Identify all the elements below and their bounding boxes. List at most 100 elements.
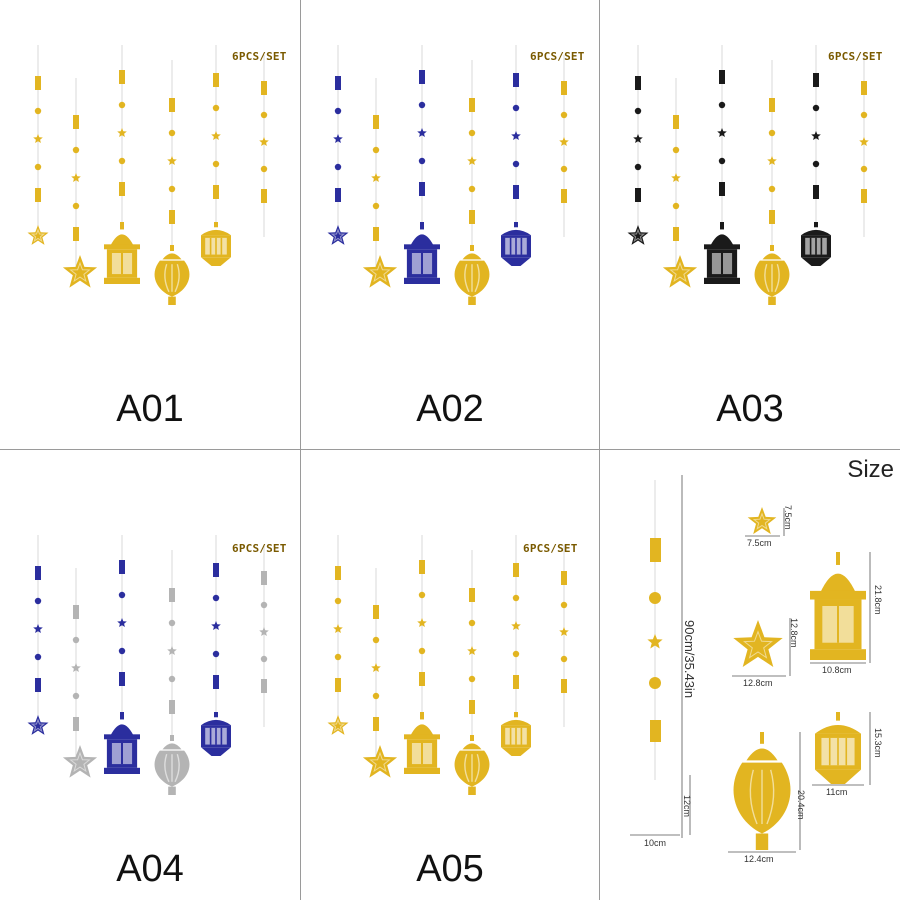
lantern-tip (168, 296, 176, 305)
lantern-finial (170, 245, 174, 251)
small-lantern-icon (501, 712, 531, 756)
lantern-rib (174, 753, 180, 783)
star-bead (717, 128, 727, 137)
lantern-base (201, 257, 231, 266)
lantern-finial (814, 222, 818, 228)
star-bead (859, 137, 869, 146)
round-bead (118, 647, 126, 655)
star-icon (62, 745, 98, 778)
tube-bead (169, 700, 175, 714)
tube-bead (119, 182, 125, 196)
round-bead (72, 636, 80, 644)
hanging-strand (552, 545, 570, 744)
lantern-width-label: 11cm (826, 787, 848, 797)
star-outline (752, 512, 772, 530)
star-icon (362, 745, 398, 778)
lantern-finial (770, 245, 774, 251)
lantern-finial (170, 735, 174, 741)
size-diagram (630, 475, 871, 853)
hanging-strand (501, 535, 531, 756)
tube-bead (73, 115, 79, 129)
lantern-base (501, 747, 531, 756)
tube-bead (469, 700, 475, 714)
lantern-finial (120, 712, 124, 720)
crescent-moon-icon (552, 220, 570, 254)
tower-lantern-icon (404, 222, 440, 284)
star-outline (669, 261, 691, 283)
star-bead (71, 663, 81, 672)
round-bead (212, 160, 220, 168)
hanging-strand (104, 45, 140, 284)
lantern-finial (420, 222, 424, 230)
round-bead (718, 157, 726, 165)
star-outline (369, 261, 391, 283)
crescent-moon-icon (552, 710, 570, 744)
star-bead (117, 128, 127, 137)
star-outline (69, 751, 91, 773)
lantern-cap (162, 253, 182, 260)
tube-bead (650, 538, 661, 562)
tube-bead (561, 679, 567, 693)
tube-bead (513, 185, 519, 199)
tube-bead (73, 605, 79, 619)
round-bead (418, 591, 426, 599)
lantern-rib (774, 263, 780, 293)
lantern-tip (468, 786, 476, 795)
round-bead (418, 101, 426, 109)
star-bead (211, 131, 221, 140)
star-bead (33, 624, 43, 633)
round-bead (168, 129, 176, 137)
star-bead (467, 646, 477, 655)
garland-illustration (327, 45, 570, 305)
onion-lantern-icon (154, 735, 190, 795)
round-bead (860, 165, 868, 173)
hanging-strand (362, 568, 398, 778)
tube-bead (419, 672, 425, 686)
lantern-tip (468, 296, 476, 305)
star-bead (671, 173, 681, 182)
round-bead (372, 146, 380, 154)
tube-bead (513, 675, 519, 689)
size-strand (635, 480, 665, 835)
lantern-rib (174, 263, 180, 293)
star-icon (362, 255, 398, 288)
star-large-width-label: 12.8cm (743, 678, 773, 688)
star-outline (369, 751, 391, 773)
star-icon (327, 225, 349, 245)
round-bead (634, 107, 642, 115)
hanging-strand (662, 78, 698, 288)
lantern-tip (755, 833, 769, 850)
star-bead (767, 156, 777, 165)
hanging-strand (404, 535, 440, 774)
round-bead (649, 592, 661, 604)
tube-bead (213, 73, 219, 87)
grid-divider (300, 0, 301, 900)
round-bead (72, 146, 80, 154)
lantern-base (404, 767, 440, 774)
tube-bead (861, 81, 867, 95)
lantern-cap (462, 253, 482, 260)
hanging-strand (454, 60, 490, 305)
round-bead (560, 111, 568, 119)
lantern-base (104, 277, 140, 284)
round-bead (418, 157, 426, 165)
lantern-band (404, 244, 440, 250)
tube-bead (469, 588, 475, 602)
tower-lantern-icon (704, 222, 740, 284)
size-panel: Size 90cm/35.43in 7.5cm 7.5cm 12.8cm 12.… (600, 450, 900, 900)
lantern-finial (514, 712, 518, 718)
tube-bead (213, 675, 219, 689)
tube-bead (813, 73, 819, 87)
lantern-rib (164, 753, 170, 783)
round-bead (334, 107, 342, 115)
star-bead (511, 621, 521, 630)
crescent-moon-icon (635, 775, 665, 835)
star-bead (71, 173, 81, 182)
tube-bead (335, 566, 341, 580)
round-bead (634, 163, 642, 171)
lantern-band (810, 590, 866, 600)
lantern-rib (164, 263, 170, 293)
tube-bead (673, 227, 679, 241)
lantern-dome (410, 234, 434, 246)
star-icon (62, 255, 98, 288)
